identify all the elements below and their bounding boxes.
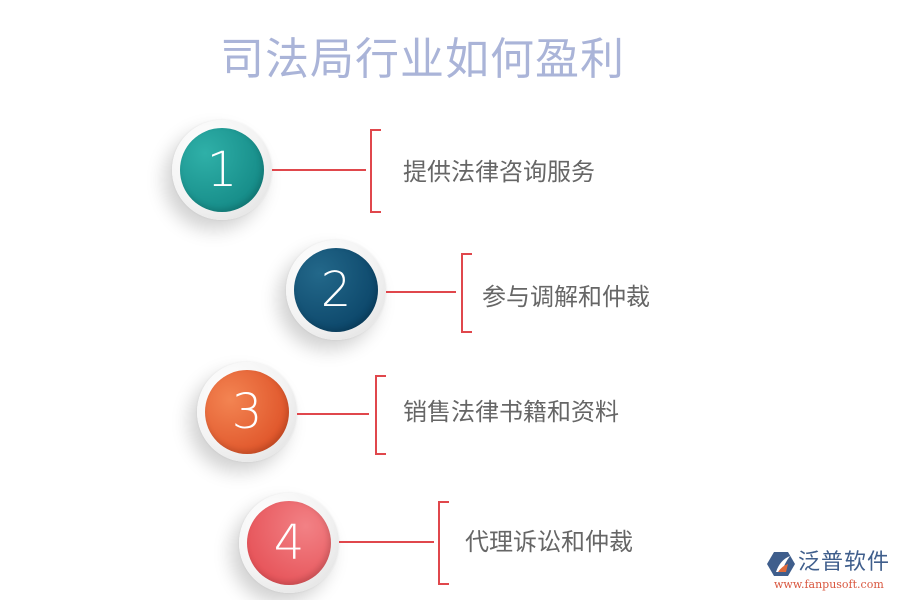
step-1-label: 提供法律咨询服务 bbox=[403, 158, 595, 186]
connector-line bbox=[297, 413, 369, 415]
step-number: 1 bbox=[180, 128, 264, 212]
bracket bbox=[370, 129, 381, 213]
step-2-badge: 2 bbox=[286, 240, 386, 340]
bracket bbox=[461, 253, 472, 333]
page-title: 司法局行业如何盈利 bbox=[220, 34, 625, 85]
step-2-label: 参与调解和仲裁 bbox=[482, 283, 650, 311]
step-number: 2 bbox=[294, 248, 378, 332]
bracket bbox=[438, 501, 449, 585]
connector-line bbox=[272, 169, 366, 171]
bracket bbox=[375, 375, 386, 455]
step-3-label: 销售法律书籍和资料 bbox=[403, 398, 619, 426]
step-1-badge: 1 bbox=[172, 120, 272, 220]
fanpu-logo: 泛普软件 www.fanpusoft.com bbox=[764, 548, 894, 594]
connector-line bbox=[339, 541, 434, 543]
step-4-badge: 4 bbox=[239, 493, 339, 593]
step-number: 4 bbox=[247, 501, 331, 585]
connector-line bbox=[386, 291, 456, 293]
logo-mark-icon bbox=[767, 552, 795, 576]
logo-url: www.fanpusoft.com bbox=[774, 578, 884, 591]
logo-name: 泛普软件 bbox=[798, 550, 891, 575]
step-3-badge: 3 bbox=[197, 362, 297, 462]
step-4-label: 代理诉讼和仲裁 bbox=[465, 528, 633, 556]
step-number: 3 bbox=[205, 370, 289, 454]
